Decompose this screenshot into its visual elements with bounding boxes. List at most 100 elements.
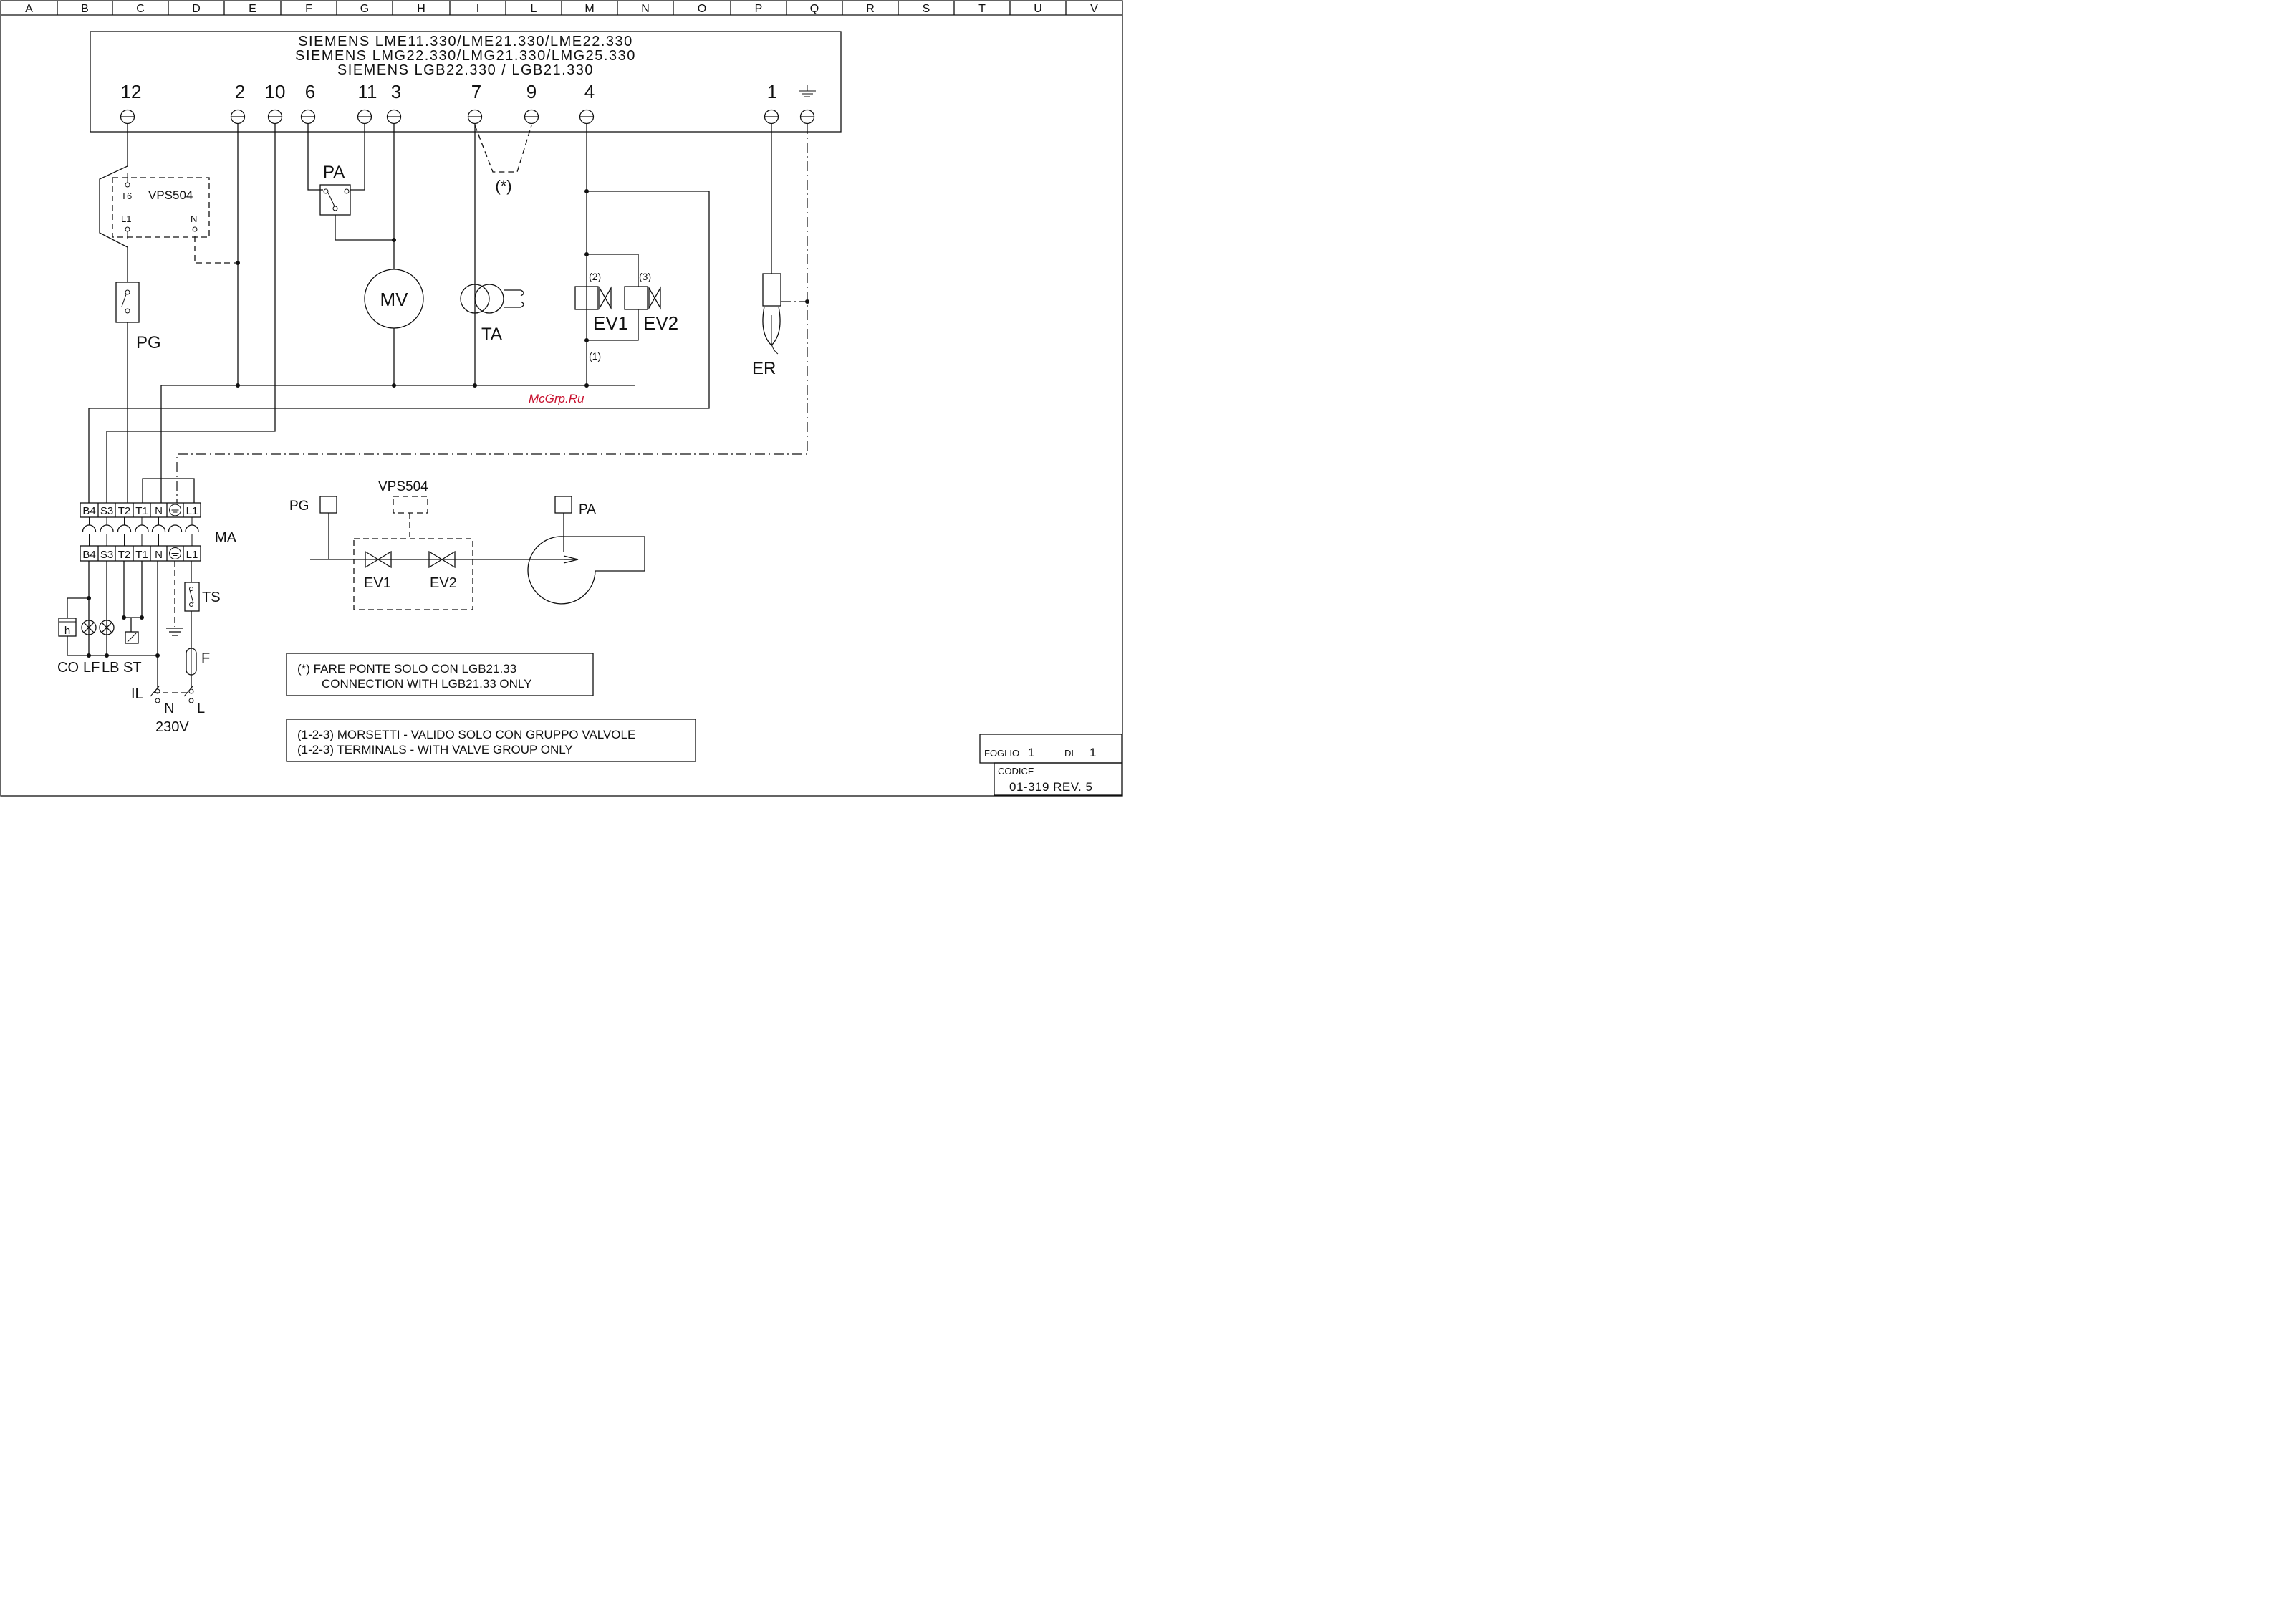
controller-model-line-2: SIEMENS LMG22.330/LMG21.330/LMG25.330 (295, 48, 636, 64)
junction-dots (87, 189, 809, 658)
note-2-line-1: (1-2-3) MORSETTI - VALIDO SOLO CON GRUPP… (297, 728, 635, 741)
grid-column-i: I (476, 3, 479, 15)
note-terminals: (1-2-3) MORSETTI - VALIDO SOLO CON GRUPP… (286, 719, 696, 762)
strip-terminal-l1-top: L1 (186, 505, 198, 517)
controller-terminal-9: 9 (524, 81, 539, 125)
pg-pressure-switch: PG (115, 282, 161, 352)
lf-label: LF (83, 660, 100, 676)
gas-train-pa-label: PA (579, 502, 596, 517)
plug-connector (100, 524, 114, 532)
lb-label: LB (102, 660, 119, 676)
title-block: FOGLIO 1 DI 1 CODICE 01-319 REV. 5 (979, 734, 1122, 796)
grid-column-q: Q (810, 3, 819, 15)
vps-t6-label: T6 (121, 191, 132, 201)
grid-column-c: C (136, 3, 145, 15)
plug-connector (117, 524, 132, 532)
strip-terminal-s3-top: S3 (100, 505, 113, 517)
strip-terminal-b4-top: B4 (82, 505, 95, 517)
ta-ignition-transformer: TA (460, 284, 524, 344)
note-1-line-1: (*) FARE PONTE SOLO CON LGB21.33 (297, 662, 516, 676)
pa-label: PA (323, 163, 345, 182)
co-symbol: h (64, 625, 70, 637)
grid-column-o: O (698, 3, 706, 15)
controller-terminal-2: 2 (230, 81, 245, 125)
plug-connector (185, 524, 199, 532)
grid-column-m: M (584, 3, 594, 15)
mv-fan-motor: MV (364, 269, 424, 329)
code-label: CODICE (998, 766, 1034, 777)
strip-terminal-t2-bottom: T2 (118, 549, 131, 561)
junction-dot (805, 299, 809, 304)
grid-column-e: E (249, 3, 256, 15)
supply-l-label: L (197, 701, 205, 716)
il-label: IL (131, 686, 143, 702)
vps-l1-label: L1 (121, 213, 131, 224)
junction-dot (392, 238, 396, 242)
ts-safety-thermostat: TS (184, 582, 221, 612)
grid-column-p: P (755, 3, 763, 15)
drawing-code: 01-319 REV. 5 (1009, 780, 1092, 794)
strip-terminal-l1-bottom: L1 (186, 549, 198, 561)
junction-dot (584, 189, 589, 193)
vps504-label: VPS504 (148, 188, 193, 202)
gas-train-vps-label: VPS504 (378, 479, 428, 494)
sheet-number: 1 (1028, 746, 1034, 759)
lf-lb-lamps (81, 620, 115, 635)
strip-terminal-t1-top: T1 (135, 505, 148, 517)
ta-label: TA (481, 325, 502, 344)
gas-train-pg-label: PG (289, 499, 309, 514)
grid-column-g: G (360, 3, 369, 15)
ev-terminal-3: (3) (639, 271, 651, 282)
gas-train-ev1-label: EV1 (364, 575, 391, 591)
ev2-label: EV2 (643, 312, 678, 334)
pa-air-pressure-switch: PA (319, 163, 351, 216)
sheet-of-label: DI (1064, 748, 1074, 759)
controller-terminal-11: 11 (357, 81, 377, 125)
wiring (88, 124, 808, 503)
grid-column-f: F (305, 3, 312, 15)
st-label: ST (123, 660, 142, 676)
strip-terminal-b4-bottom: B4 (82, 549, 95, 561)
ts-label: TS (202, 590, 221, 605)
gas-train-ev2-label: EV2 (430, 575, 457, 591)
junction-dot (236, 261, 240, 265)
note-2-line-2: (1-2-3) TERMINALS - WITH VALVE GROUP ONL… (297, 743, 573, 756)
ev-terminal-2: (2) (589, 271, 601, 282)
terminal-label: 1 (767, 81, 777, 102)
grid-column-n: N (641, 3, 650, 15)
co-label: CO (57, 660, 79, 676)
ev1-label: EV1 (593, 312, 628, 334)
strip-terminal-n-bottom: N (155, 549, 163, 561)
terminal-label: 10 (265, 81, 286, 102)
vps-n-label: N (191, 213, 197, 224)
controller-terminal-ground (799, 85, 816, 125)
vps504-device: VPS504 T6 L1 N (112, 173, 210, 239)
er-ionization-electrode: ER (752, 273, 781, 378)
grid-column-d: D (192, 3, 201, 15)
junction-dot (392, 383, 396, 388)
er-label: ER (752, 359, 776, 378)
ma-label: MA (215, 530, 237, 546)
terminal-label: 11 (358, 81, 377, 102)
sheet-label: FOGLIO (984, 748, 1019, 759)
field-device-labels: CO LF LB ST (57, 660, 142, 676)
junction-dot (584, 383, 589, 388)
grid-column-t: T (978, 3, 986, 15)
ev-solenoid-valves: EV1 EV2 (2) (3) (1) (574, 271, 678, 362)
il-main-switch: IL N L 230V (131, 686, 205, 735)
controller-terminal-6: 6 (300, 81, 315, 125)
note-bridge: (*) FARE PONTE SOLO CON LGB21.33 CONNECT… (286, 653, 594, 696)
field-wiring (67, 561, 192, 689)
strip-terminal-t2-top: T2 (118, 505, 131, 517)
controller-terminal-7: 7 (467, 81, 483, 125)
grid-column-b: B (81, 3, 89, 15)
watermark: McGrp.Ru (529, 392, 584, 405)
terminal-label: 4 (584, 81, 595, 102)
controller-terminal-10: 10 (265, 81, 286, 125)
terminal-label: 7 (471, 81, 481, 102)
grid-column-v: V (1090, 3, 1098, 15)
